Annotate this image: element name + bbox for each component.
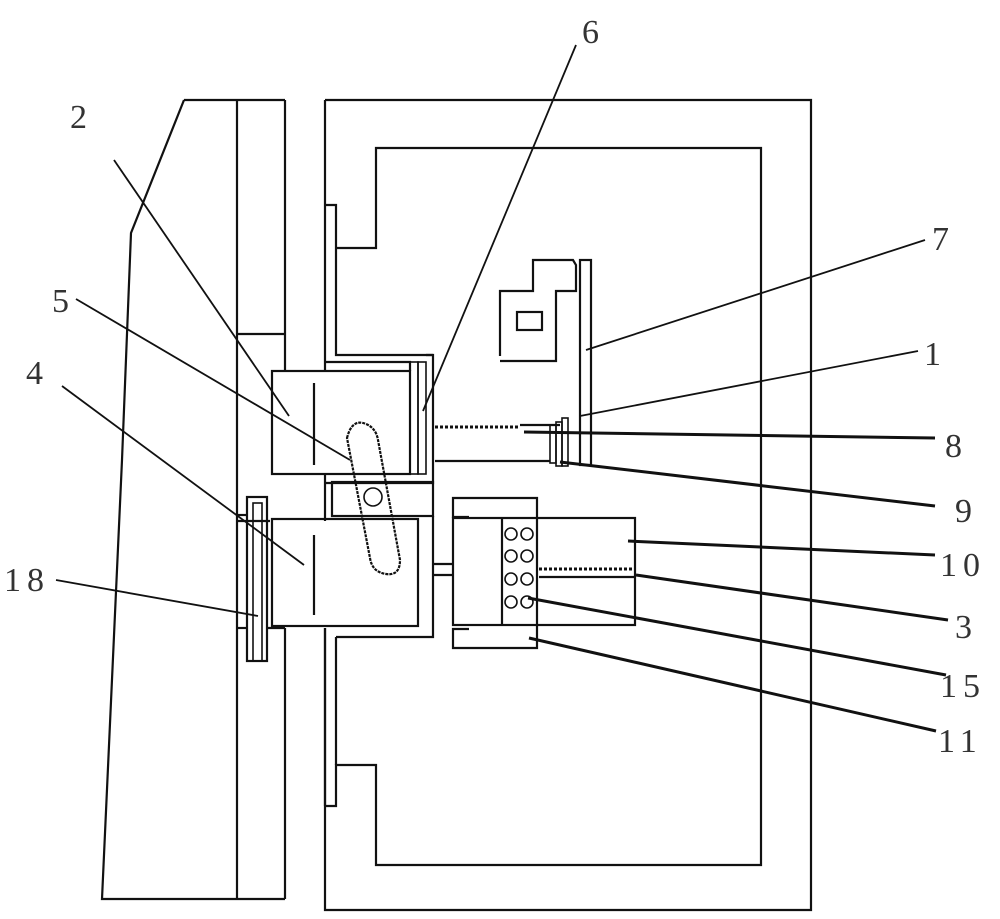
leader-3: [635, 573, 949, 622]
label-9: 9: [955, 493, 978, 530]
part-11-bracket: [433, 496, 539, 650]
label-3: 3: [955, 609, 978, 646]
part-2-upper-block: [270, 369, 412, 476]
part-6-plates: [325, 353, 435, 485]
leader-10: [627, 539, 936, 557]
label-6: 6: [582, 14, 605, 51]
stepped-block: [498, 258, 578, 363]
leader-1: [579, 350, 919, 417]
part-9-bushing: [549, 417, 569, 467]
label-4: 4: [26, 355, 49, 392]
label-5: 5: [52, 283, 75, 320]
leader-8: [523, 430, 936, 440]
label-10: 10: [940, 547, 986, 584]
part-15-balls: [504, 527, 534, 609]
label-2: 2: [70, 99, 93, 136]
leader-15: [527, 596, 947, 677]
part-10-housing: [451, 516, 637, 627]
leader-2: [113, 159, 290, 417]
leader-11: [528, 636, 937, 733]
part-4-lower-block: [270, 517, 420, 628]
leader-5: [75, 298, 351, 461]
leader-7: [585, 239, 926, 351]
outer-housing: [323, 98, 813, 912]
label-1: 1: [924, 336, 947, 373]
label-11: 11: [938, 723, 983, 760]
callout-labels: 2 6 5 4 7 1 8 9 10 3 15 11 18: [4, 14, 986, 760]
middle-connector: [323, 474, 435, 521]
leader-6: [422, 44, 577, 412]
label-8: 8: [945, 428, 968, 465]
part-18-plate: [237, 495, 285, 663]
label-18: 18: [4, 562, 50, 599]
leader-4: [61, 385, 305, 566]
leader-9: [559, 460, 936, 508]
leader-lines: [55, 44, 949, 733]
part-5-lever: [345, 421, 402, 576]
part-3-spring: [539, 567, 635, 579]
part-1-screw-rod: [435, 423, 560, 463]
label-7: 7: [932, 221, 955, 258]
label-15: 15: [940, 668, 986, 705]
left-wall: [100, 98, 287, 901]
leader-18: [55, 579, 259, 617]
